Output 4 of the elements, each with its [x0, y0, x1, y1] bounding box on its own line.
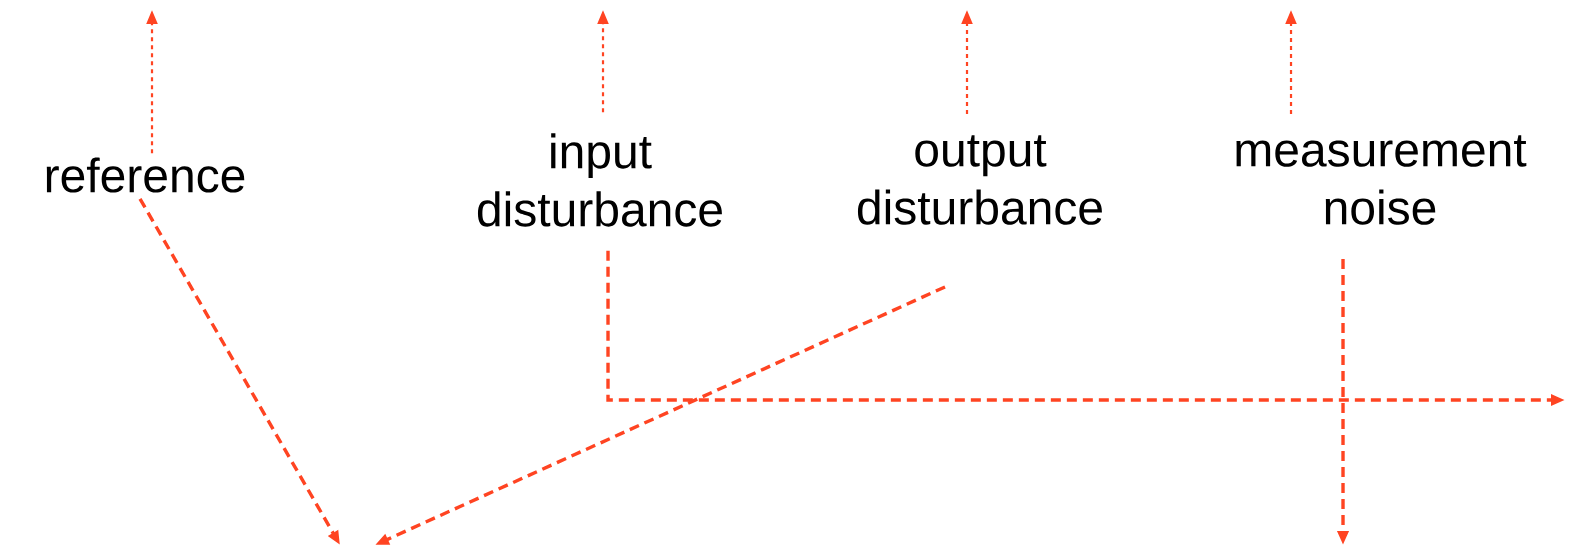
text-label: measurement noise	[1236, 135, 1527, 225]
text-label: output disturbance	[857, 135, 1102, 225]
text-label: input disturbance	[477, 133, 722, 227]
text-label: reference	[46, 157, 245, 193]
